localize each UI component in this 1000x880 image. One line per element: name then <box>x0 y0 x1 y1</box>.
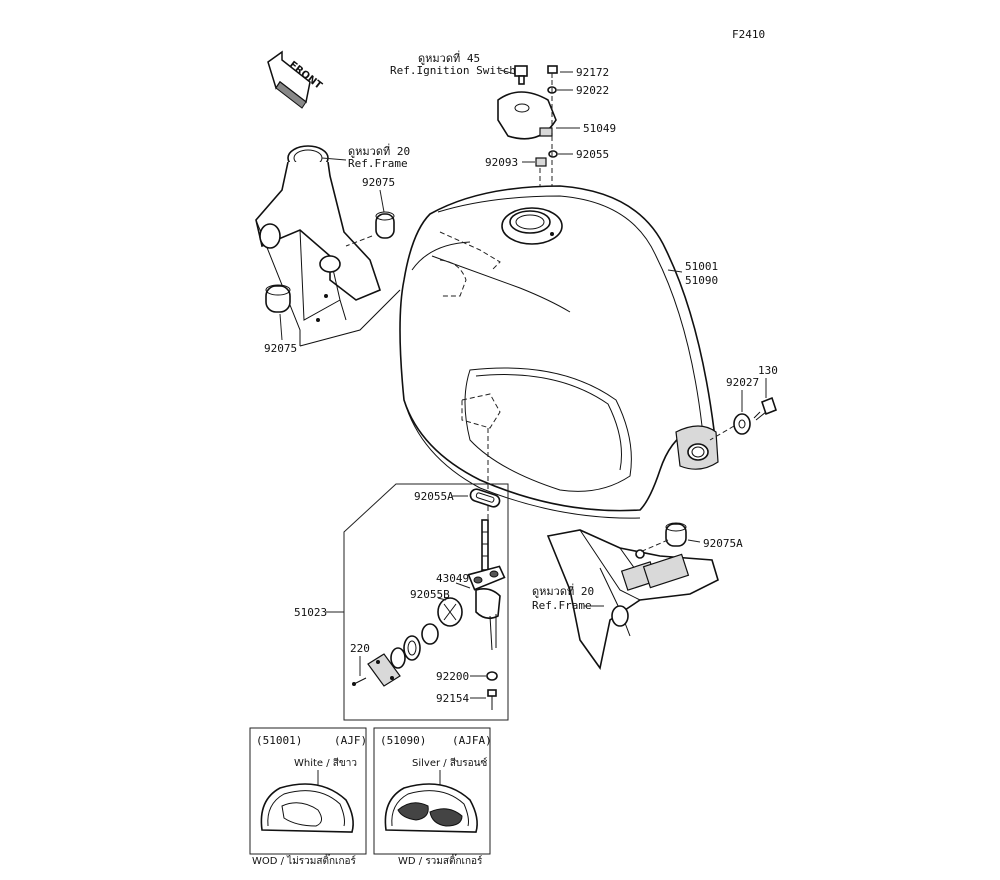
gasket-92055a-part <box>469 488 501 508</box>
lever-part <box>437 597 463 627</box>
bolt-130-part <box>753 396 777 421</box>
frame-front-part <box>255 145 401 347</box>
damper-92075-bottom-part <box>265 284 291 313</box>
label-51090: 51090 <box>685 274 718 287</box>
label-92027: 92027 <box>726 376 759 389</box>
ref-ignition-thai: ดูหมวดที่ 45 <box>418 50 480 65</box>
variant-box-51001: (51001) (AJF) White / สีขาว WOD / ไม่รวม… <box>249 727 367 867</box>
ref-frame-bottom-thai: ดูหมวดที่ 20 <box>532 583 594 598</box>
label-43049: 43049 <box>436 572 469 585</box>
cover-plate-part <box>352 653 401 687</box>
ref-frame-top-thai: ดูหมวดที่ 20 <box>348 143 410 158</box>
ref-ignition-en: Ref.Ignition Switch <box>390 64 516 77</box>
fuel-tank-part <box>399 185 719 519</box>
label-51023: 51023 <box>294 606 327 619</box>
variant-1-color: White / สีขาว <box>294 757 357 769</box>
label-92093: 92093 <box>485 156 518 169</box>
bolt-92172-part <box>547 65 558 78</box>
ignition-cap-part <box>497 65 557 140</box>
variant-box-51090: (51090) (AJFA) Silver / สีบรอนซ์ WD / รว… <box>373 727 492 867</box>
ref-frame-bottom-en: Ref.Frame <box>532 599 592 612</box>
label-92022: 92022 <box>576 84 609 97</box>
label-130: 130 <box>758 364 778 377</box>
front-arrow-icon: FRONT <box>267 50 324 109</box>
variant-2-code: (51090) <box>380 734 426 747</box>
figure-id: F2410 <box>732 28 765 41</box>
frame-rear-part <box>546 529 719 670</box>
ref-frame-top-en: Ref.Frame <box>348 157 408 170</box>
variant-2-color: Silver / สีบรอนซ์ <box>412 757 487 769</box>
label-92154: 92154 <box>436 692 469 705</box>
label-92055a: 92055A <box>414 490 454 503</box>
label-92075a: 92075A <box>703 537 743 550</box>
variant-2-suffix: (AJFA) <box>452 734 492 747</box>
variant-2-caption: WD / รวมสติ๊กเกอร์ <box>398 853 483 867</box>
label-51049: 51049 <box>583 122 616 135</box>
variant-1-code: (51001) <box>256 734 302 747</box>
damper-92075a-part <box>665 522 687 547</box>
washer-92027-part <box>733 413 751 435</box>
oring-92055b-part <box>421 623 439 645</box>
label-92055b: 92055B <box>410 588 450 601</box>
label-92200: 92200 <box>436 670 469 683</box>
fuel-cock-group-box <box>343 483 509 721</box>
variant-1-suffix: (AJF) <box>334 734 367 747</box>
label-92055: 92055 <box>576 148 609 161</box>
bolt-92154-part <box>487 689 497 710</box>
fuel-cock-part <box>467 519 506 651</box>
label-92075-bottom: 92075 <box>264 342 297 355</box>
variant-1-caption: WOD / ไม่รวมสติ๊กเกอร์ <box>252 853 357 867</box>
damper-92075-top-part <box>375 211 395 239</box>
label-51001: 51001 <box>685 260 718 273</box>
label-92172: 92172 <box>576 66 609 79</box>
label-220: 220 <box>350 642 370 655</box>
plate-spring-part <box>390 635 421 669</box>
label-92075-top: 92075 <box>362 176 395 189</box>
washer-92200-part <box>486 671 498 681</box>
